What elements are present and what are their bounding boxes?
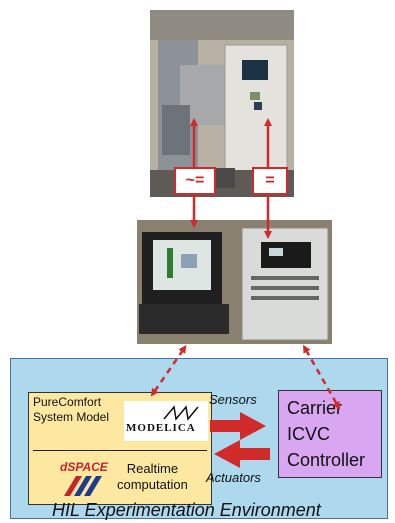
sensors-label: Sensors	[209, 392, 257, 407]
actuators-label: Actuators	[206, 470, 261, 485]
dc-power-symbol: =	[252, 167, 288, 195]
modelica-logo: MODELICA	[124, 401, 208, 441]
actuators-block-arrow	[214, 440, 270, 468]
hil-environment-title: HIL Experimentation Environment	[52, 500, 321, 520]
modelica-logo-text: MODELICA	[126, 422, 196, 434]
hil-test-rig-illustration	[137, 220, 332, 344]
modelica-swoosh-icon	[163, 405, 199, 421]
sensors-block-arrow	[210, 412, 266, 440]
model-dashed-link	[150, 345, 187, 397]
realtime-computation-label: Realtime computation	[117, 461, 188, 492]
system-model-box: PureComfort System Model MODELICA dSPACE…	[28, 392, 212, 505]
controller-dashed-link	[303, 344, 341, 410]
chiller-equipment-illustration	[150, 10, 294, 197]
system-model-label: PureComfort System Model	[33, 395, 110, 424]
hil-test-rig-photo	[137, 220, 332, 344]
dspace-logo: dSPACE	[54, 460, 110, 498]
model-divider	[33, 450, 207, 451]
dspace-logo-text: dSPACE	[60, 460, 108, 474]
chiller-equipment-photo	[150, 10, 294, 197]
dspace-stripes-icon	[64, 476, 102, 496]
ac-power-symbol: ~=	[174, 167, 216, 195]
